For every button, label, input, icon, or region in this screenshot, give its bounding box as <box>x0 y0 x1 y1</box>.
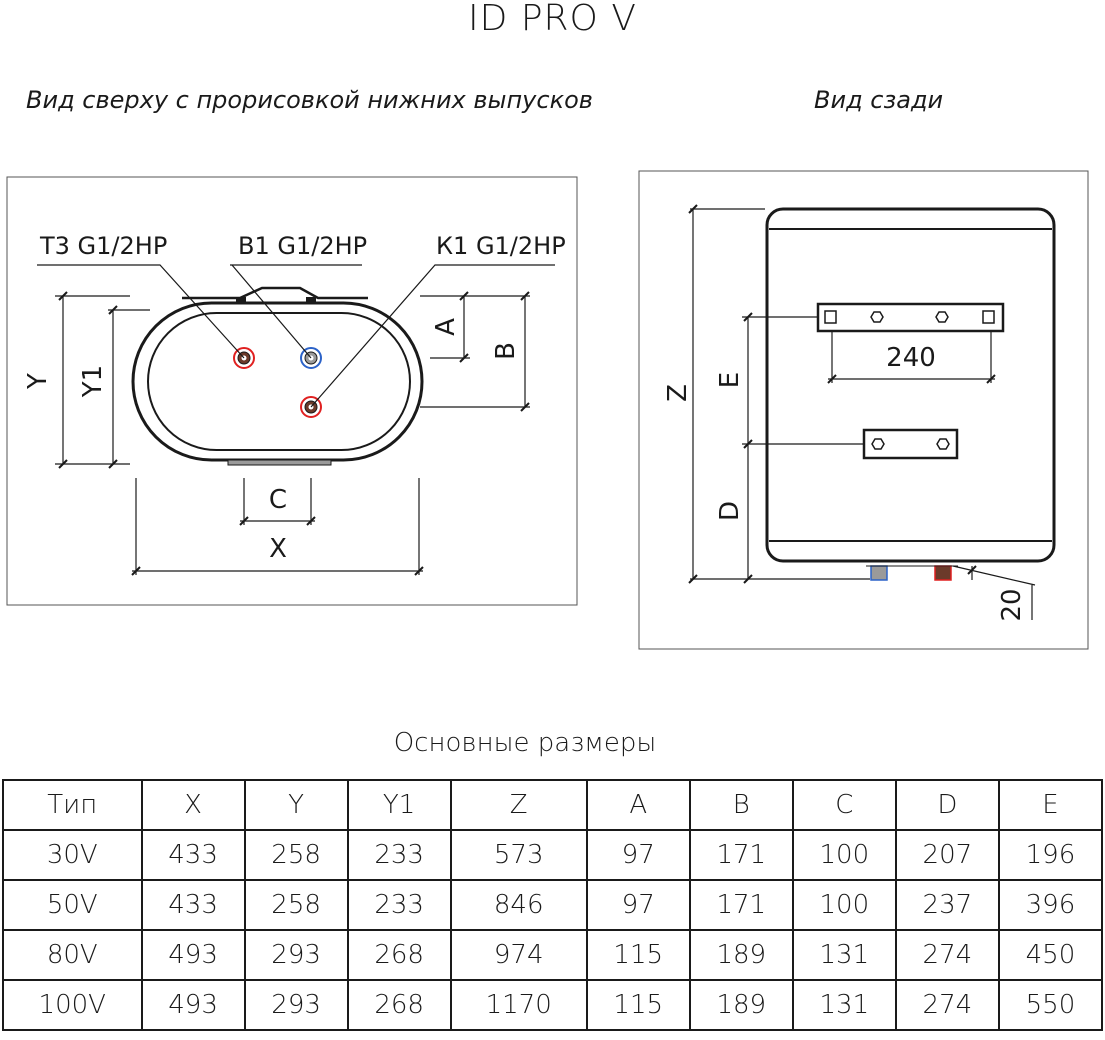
table-cell: 268 <box>346 929 452 981</box>
rear-view-drawing: Z E D 240 20 <box>638 170 1089 650</box>
table-cell: 293 <box>243 929 349 981</box>
table-header-cell: Y1 <box>346 779 452 831</box>
lower-bracket <box>862 428 959 460</box>
table-cell: 233 <box>346 879 452 931</box>
tank-inner <box>147 312 411 451</box>
table-header-cell: C <box>791 779 897 831</box>
table-cell: 274 <box>894 929 1000 981</box>
table-header-cell: Z <box>449 779 588 831</box>
bracket-tab <box>306 297 316 303</box>
table-cell: 237 <box>894 879 1000 931</box>
table-header-cell: Y <box>243 779 349 831</box>
cold-pipe <box>870 565 888 581</box>
hot-pipe <box>934 565 952 581</box>
table-cell: 30V <box>2 829 143 881</box>
rear-tank-body <box>765 207 1056 563</box>
rear-view-caption: Вид сзади <box>814 86 944 114</box>
top-view-drawing: Т3 G1/2НР В1 G1/2НР К1 G1/2НР Y Y1 A B C… <box>6 176 578 606</box>
table-cell: 97 <box>585 879 691 931</box>
table-row: 30V 433 258 233 573 97 171 100 207 196 <box>2 829 1104 881</box>
dim-label-240: 240 <box>886 343 936 373</box>
upper-bracket <box>816 302 1005 333</box>
table-cell: 846 <box>449 879 588 931</box>
dim-label-20: 20 <box>997 588 1027 621</box>
table-cell: 258 <box>243 879 349 931</box>
dimensions-table: Тип X Y Y1 Z A B C D E 30V 433 258 233 5… <box>2 779 1104 1031</box>
table-cell: 50V <box>2 879 143 931</box>
table-cell: 550 <box>997 979 1104 1031</box>
table-cell: 189 <box>688 929 794 981</box>
table-cell: 433 <box>140 829 246 881</box>
table-cell: 189 <box>688 979 794 1031</box>
dim-label-x: X <box>269 534 287 564</box>
table-row: 50V 433 258 233 846 97 171 100 237 396 <box>2 879 1104 931</box>
table-cell: 573 <box>449 829 588 881</box>
rear-view-frame <box>638 170 1089 650</box>
table-cell: 80V <box>2 929 143 981</box>
table-cell: 1170 <box>449 979 588 1031</box>
table-header-cell: Тип <box>2 779 143 831</box>
table-cell: 171 <box>688 879 794 931</box>
table-cell: 115 <box>585 979 691 1031</box>
bottom-plate <box>227 459 332 466</box>
table-cell: 233 <box>346 829 452 881</box>
table-cell: 131 <box>791 979 897 1031</box>
table-header-row: Тип X Y Y1 Z A B C D E <box>2 779 1104 831</box>
table-cell: 100V <box>2 979 143 1031</box>
leader-b1-diag <box>231 264 312 359</box>
bracket-tab <box>236 297 246 303</box>
page-title: ID PRO V <box>468 0 637 39</box>
outlet-label-b1: В1 G1/2НР <box>238 232 367 260</box>
table-cell: 396 <box>997 879 1104 931</box>
table-header-cell: D <box>894 779 1000 831</box>
table-cell: 433 <box>140 879 246 931</box>
table-cell: 450 <box>997 929 1104 981</box>
table-cell: 493 <box>140 979 246 1031</box>
table-header-cell: E <box>997 779 1104 831</box>
dim-label-b: B <box>491 342 521 360</box>
table-cell: 293 <box>243 979 349 1031</box>
table-cell: 131 <box>791 929 897 981</box>
top-view-frame <box>6 176 578 606</box>
outlet-label-t3: Т3 G1/2НР <box>39 232 167 260</box>
dim-label-y1: Y1 <box>78 365 108 398</box>
table-cell: 100 <box>791 829 897 881</box>
dim-label-a: A <box>431 318 461 336</box>
table-cell: 493 <box>140 929 246 981</box>
leader-t3 <box>37 264 245 359</box>
table-cell: 207 <box>894 829 1000 881</box>
outlet-label-k1: К1 G1/2НР <box>436 232 566 260</box>
leader-k1 <box>310 264 555 408</box>
table-row: 100V 493 293 268 1170 115 189 131 274 55… <box>2 979 1104 1031</box>
table-cell: 100 <box>791 879 897 931</box>
table-header-cell: A <box>585 779 691 831</box>
table-header-cell: B <box>688 779 794 831</box>
table-cell: 171 <box>688 829 794 881</box>
table-cell: 274 <box>894 979 1000 1031</box>
table-cell: 258 <box>243 829 349 881</box>
table-cell: 97 <box>585 829 691 881</box>
table-header-cell: X <box>140 779 246 831</box>
dim-label-y: Y <box>23 373 53 390</box>
top-view-caption: Вид сверху с прорисовкой нижних выпусков <box>26 86 593 114</box>
dim-label-e: E <box>715 372 745 388</box>
table-row: 80V 493 293 268 974 115 189 131 274 450 <box>2 929 1104 981</box>
table-cell: 196 <box>997 829 1104 881</box>
table-caption: Основные размеры <box>393 728 657 758</box>
table-cell: 974 <box>449 929 588 981</box>
table-cell: 268 <box>346 979 452 1031</box>
mounting-bracket <box>182 286 368 300</box>
table-cell: 115 <box>585 929 691 981</box>
dim-label-c: C <box>269 485 287 515</box>
dim-label-d: D <box>715 501 745 521</box>
dim-label-z: Z <box>663 384 693 402</box>
